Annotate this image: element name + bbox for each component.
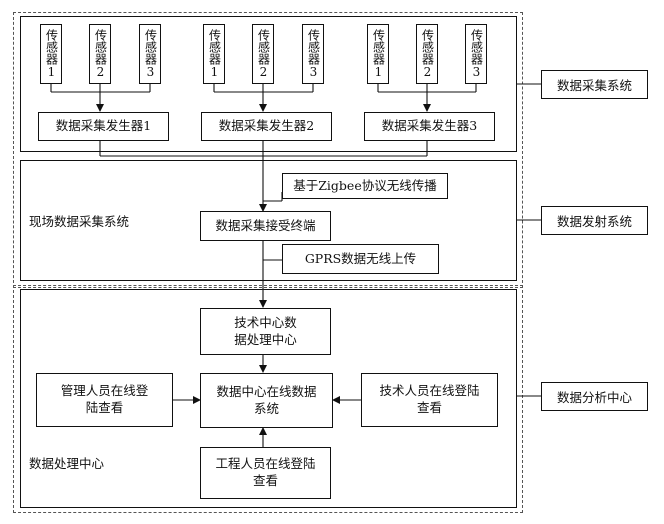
field-system-label: 现场数据采集系统	[29, 214, 130, 229]
sensor-box: 传感器3	[465, 24, 487, 84]
outer-dashed-frame-bottom	[13, 285, 523, 513]
online-system-box: 数据中心在线数据系统	[200, 373, 333, 428]
side-label-transmission: 数据发射系统	[541, 206, 648, 235]
side-label-analysis: 数据分析中心	[541, 382, 648, 411]
collection-panel	[20, 16, 517, 152]
analysis-panel	[20, 289, 517, 508]
zigbee-box: 基于Zigbee协议无线传播	[282, 173, 448, 199]
sensor-box: 传感器1	[367, 24, 389, 84]
outer-dashed-frame-top	[13, 12, 523, 288]
sensor-box: 传感器2	[89, 24, 111, 84]
processing-center-label: 数据处理中心	[29, 456, 105, 471]
generator-box: 数据采集发生器2	[201, 112, 332, 141]
engineer-login-box: 工程人员在线登陆查看	[200, 447, 331, 499]
transmission-panel	[20, 160, 517, 281]
tech-login-box: 技术人员在线登陆查看	[361, 373, 498, 427]
tech-center-box: 技术中心数据处理中心	[200, 308, 331, 355]
sensor-box: 传感器2	[252, 24, 274, 84]
gprs-box: GPRS数据无线上传	[282, 244, 439, 274]
sensor-box: 传感器1	[40, 24, 62, 84]
generator-box: 数据采集发生器3	[364, 112, 495, 141]
receiver-box: 数据采集接受终端	[200, 211, 331, 241]
sensor-box: 传感器2	[416, 24, 438, 84]
sensor-box: 传感器1	[203, 24, 225, 84]
sensor-box: 传感器3	[302, 24, 324, 84]
generator-box: 数据采集发生器1	[38, 112, 169, 141]
side-label-collection: 数据采集系统	[541, 70, 648, 99]
sensor-box: 传感器3	[139, 24, 161, 84]
manager-login-box: 管理人员在线登陆查看	[36, 373, 173, 427]
